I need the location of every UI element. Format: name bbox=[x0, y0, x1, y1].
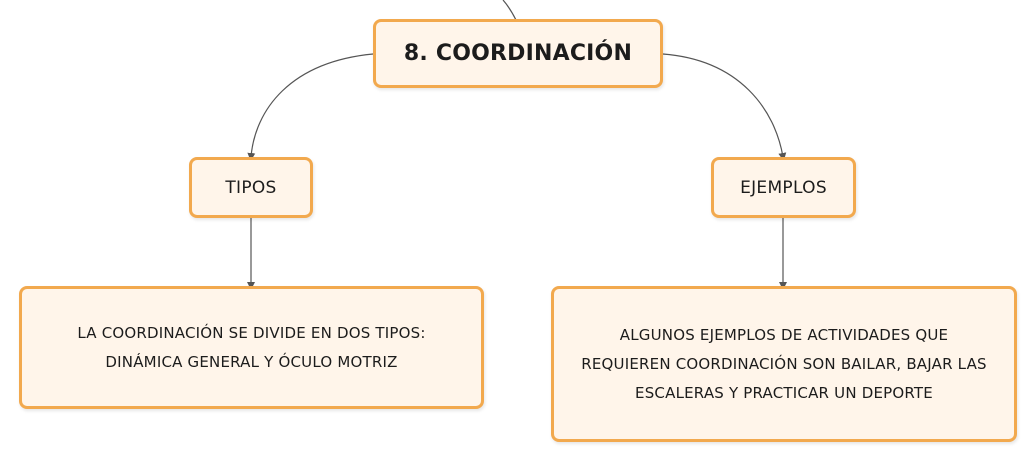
ejemplos-detail-node[interactable]: ALGUNOS EJEMPLOS DE ACTIVIDADES QUE REQU… bbox=[551, 286, 1017, 442]
root-node-label: 8. COORDINACIÓN bbox=[403, 41, 633, 66]
tipos-detail-text: LA COORDINACIÓN SE DIVIDE EN DOS TIPOS: … bbox=[77, 323, 426, 371]
ejemplos-detail-text: ALGUNOS EJEMPLOS DE ACTIVIDADES QUE REQU… bbox=[581, 325, 987, 402]
connector-root-to-tipos bbox=[247, 53, 374, 161]
root-node[interactable]: 8. COORDINACIÓN bbox=[373, 19, 663, 88]
tipos-detail-node[interactable]: LA COORDINACIÓN SE DIVIDE EN DOS TIPOS: … bbox=[19, 286, 484, 409]
connector-parent-to-root bbox=[502, 0, 517, 21]
connector-root-to-ejemplos bbox=[662, 53, 787, 161]
ejemplos-node-label: EJEMPLOS bbox=[740, 177, 827, 198]
tipos-node[interactable]: TIPOS bbox=[189, 157, 313, 218]
ejemplos-node[interactable]: EJEMPLOS bbox=[711, 157, 856, 218]
tipos-node-label: TIPOS bbox=[225, 177, 277, 198]
